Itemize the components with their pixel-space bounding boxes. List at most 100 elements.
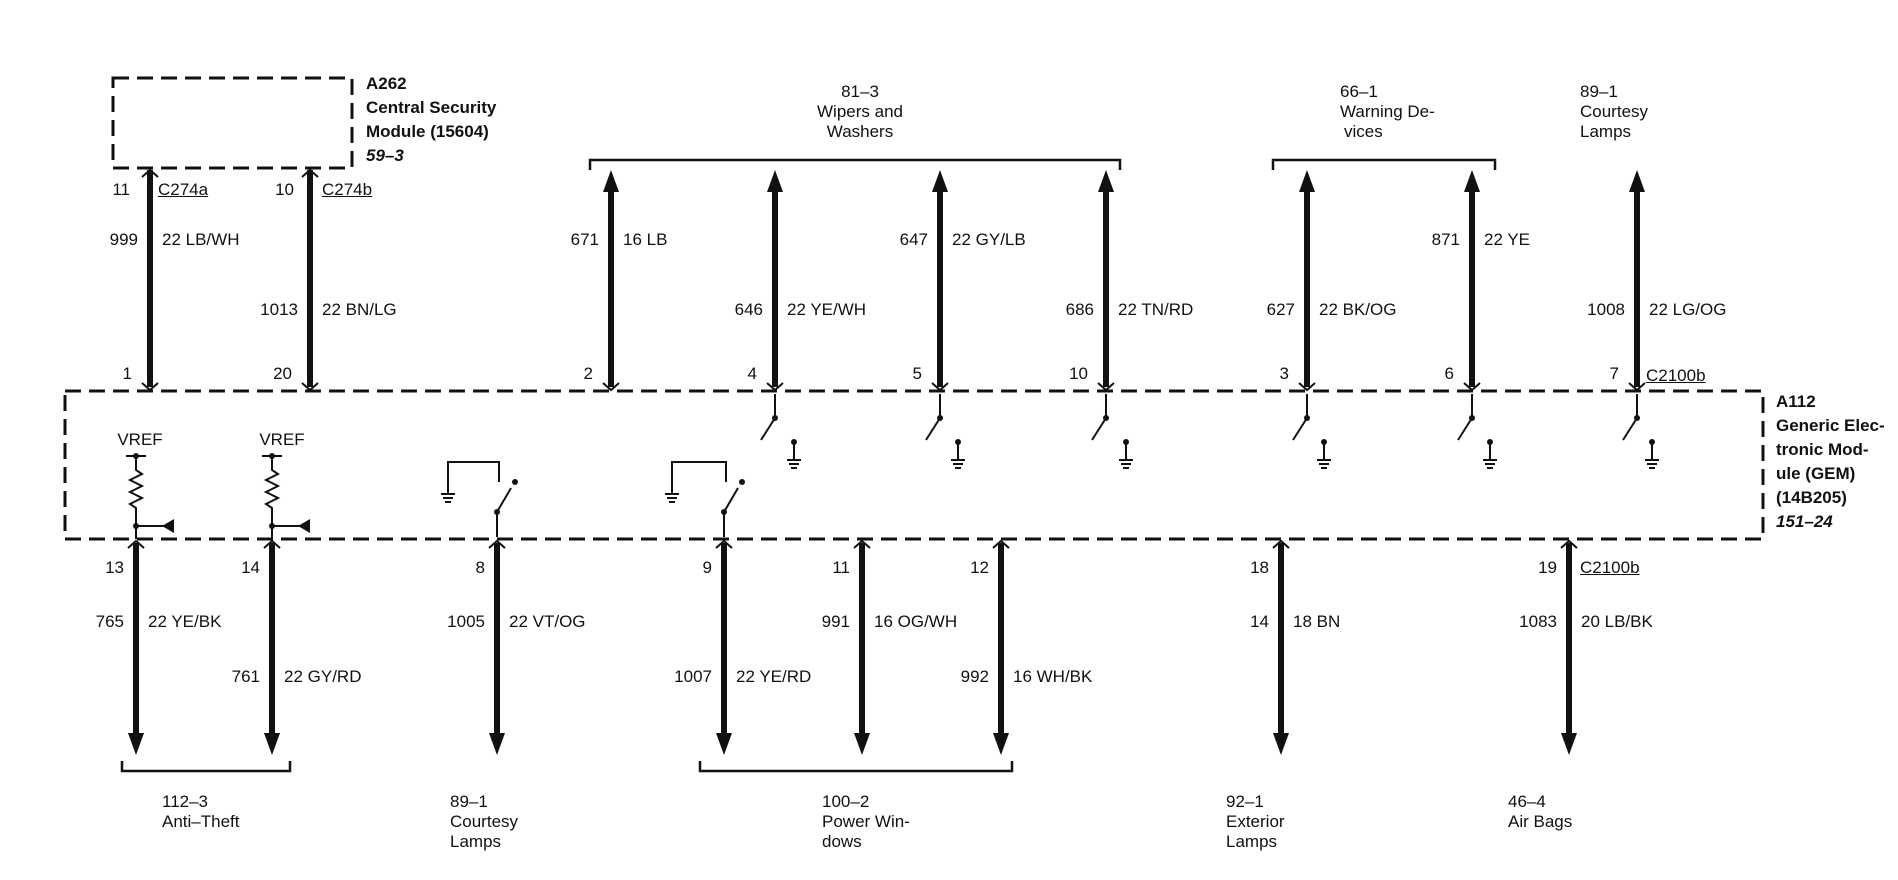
gem-connector-top: C2100b xyxy=(1646,366,1706,385)
gem-bottom-pin-14: 14 xyxy=(241,558,260,577)
circuit-1005: 1005 xyxy=(447,612,485,631)
switch-return xyxy=(447,461,500,482)
spec-761: 22 GY/RD xyxy=(284,667,362,686)
spec-765: 22 YE/BK xyxy=(148,612,222,631)
circuit-765: 765 xyxy=(95,612,124,631)
gem-module-name-2: tronic Mod- xyxy=(1776,440,1869,459)
csm-module-box xyxy=(111,76,354,170)
gem-bottom-pin-11: 11 xyxy=(832,558,850,577)
top-arrow-1008 xyxy=(1629,170,1645,192)
gem-bottom-pin-9: 9 xyxy=(702,558,712,577)
gem-top-pin-5: 5 xyxy=(912,364,922,383)
spec-991: 16 OG/WH xyxy=(874,612,958,631)
gem-module-name-1: Generic Elec- xyxy=(1776,416,1885,435)
gem-switch-3 xyxy=(1091,394,1134,469)
switch-blade xyxy=(723,487,739,513)
top-arrow-646 xyxy=(767,170,783,192)
dest-air-bags: 46–4 Air Bags xyxy=(1508,792,1572,832)
top-arrow-671 xyxy=(603,170,619,192)
dest-exterior-line-2: Lamps xyxy=(1226,832,1278,851)
dest-exterior-lamps: 92–1 Exterior Lamps xyxy=(1226,792,1285,852)
csm-pin-contact-1013 xyxy=(301,168,319,178)
csm-module-name-2: Module (15604) xyxy=(366,122,489,141)
gem-bottom-contact-13 xyxy=(127,539,145,549)
dest-anti-theft-ref: 112–3 xyxy=(162,792,209,811)
gem-module-box xyxy=(63,389,1765,541)
gem-bottom-pin-8: 8 xyxy=(475,558,485,577)
bottom-arrow-765 xyxy=(128,733,144,755)
gem-bottom-contact-14 xyxy=(263,539,281,549)
switch-contact xyxy=(739,479,745,485)
dest-power-windows-line-2: dows xyxy=(822,832,862,851)
dest-courtesy-top-line-1: Courtesy xyxy=(1580,102,1649,121)
gem-bottom-contact-12 xyxy=(992,539,1010,549)
gem-top-pin-7: 7 xyxy=(1609,364,1619,383)
dest-warning-line-1: Warning De- xyxy=(1340,102,1435,121)
spec-1005: 22 VT/OG xyxy=(509,612,586,631)
spec-627: 22 BK/OG xyxy=(1319,300,1397,319)
gem-bottom-contact-11 xyxy=(853,539,871,549)
circuit-686: 686 xyxy=(1065,300,1094,319)
gem-switch-4 xyxy=(1292,394,1332,469)
gem-module-id: A112 xyxy=(1776,392,1816,411)
spec-871: 22 YE xyxy=(1484,230,1531,249)
dest-courtesy-bottom-line-2: Lamps xyxy=(450,832,502,851)
csm-module-name-1: Central Security xyxy=(366,98,497,117)
switch-contact xyxy=(1649,439,1655,445)
gem-bottom-contact-18 xyxy=(1272,539,1290,549)
top-arrow-627 xyxy=(1299,170,1315,192)
dest-anti-theft: 112–3 Anti–Theft xyxy=(162,792,240,832)
circuit-991: 991 xyxy=(821,612,850,631)
gem-top-contact-7 xyxy=(1628,382,1646,392)
spec-992: 16 WH/BK xyxy=(1013,667,1093,686)
dest-air-bags-ref: 46–4 xyxy=(1508,792,1546,811)
dest-power-windows-ref: 100–2 xyxy=(822,792,870,811)
dest-courtesy-lamps-bottom: 89–1 Courtesy Lamps xyxy=(450,792,518,852)
switch-contact xyxy=(1321,439,1327,445)
gem-page-ref: 151–24 xyxy=(1776,512,1833,531)
dest-courtesy-bottom-line-1: Courtesy xyxy=(450,812,519,831)
top-arrow-686 xyxy=(1098,170,1114,192)
vref-label-1: VREF xyxy=(117,430,163,449)
gem-bottom-pin-18: 18 xyxy=(1250,558,1269,577)
gem-top-pin-10: 10 xyxy=(1069,364,1088,383)
circuit-1083: 1083 xyxy=(1519,612,1557,631)
gem-top-pin-1: 1 xyxy=(122,364,132,383)
switch-blade xyxy=(1622,417,1638,441)
sense-arrow-icon xyxy=(162,519,174,533)
gem-top-contact-6 xyxy=(1463,382,1481,392)
switch-contact xyxy=(1487,439,1493,445)
dest-warning-ref: 66–1 xyxy=(1340,82,1378,101)
circuit-999: 999 xyxy=(109,230,138,249)
switch-return xyxy=(671,461,727,482)
csm-pin-11: 11 xyxy=(112,180,130,199)
gem-top-contact-2 xyxy=(602,382,620,392)
vref-resistor-2 xyxy=(262,453,310,539)
gem-top-contact-4 xyxy=(766,382,784,392)
dest-power-windows-line-1: Power Win- xyxy=(822,812,910,831)
dest-wipers-washers: 81–3 Wipers and Washers xyxy=(817,82,903,142)
dest-warning-line-2: vices xyxy=(1344,122,1383,141)
circuit-1008: 1008 xyxy=(1587,300,1625,319)
gem-connector-bottom: C2100b xyxy=(1580,558,1640,577)
dest-courtesy-bottom-ref: 89–1 xyxy=(450,792,488,811)
bottom-arrow-14 xyxy=(1273,733,1289,755)
bottom-arrow-1083 xyxy=(1561,733,1577,755)
spec-1013: 22 BN/LG xyxy=(322,300,397,319)
gem-top-pin-4: 4 xyxy=(747,364,757,383)
vref-resistor-1 xyxy=(126,453,174,539)
gem-top-pin-3: 3 xyxy=(1279,364,1289,383)
gem-top-pin-20: 20 xyxy=(273,364,292,383)
spec-671: 16 LB xyxy=(623,230,668,249)
gem-bottom-pin-13: 13 xyxy=(105,558,124,577)
circuit-1013: 1013 xyxy=(260,300,298,319)
spec-14: 18 BN xyxy=(1293,612,1341,631)
circuit-1007: 1007 xyxy=(674,667,712,686)
vref-label-2: VREF xyxy=(259,430,305,449)
spec-646: 22 YE/WH xyxy=(787,300,867,319)
switch-contact xyxy=(512,479,518,485)
switch-blade xyxy=(1457,417,1473,441)
bottom-arrow-1007 xyxy=(716,733,732,755)
dest-exterior-line-1: Exterior xyxy=(1226,812,1285,831)
top-arrow-647 xyxy=(932,170,948,192)
